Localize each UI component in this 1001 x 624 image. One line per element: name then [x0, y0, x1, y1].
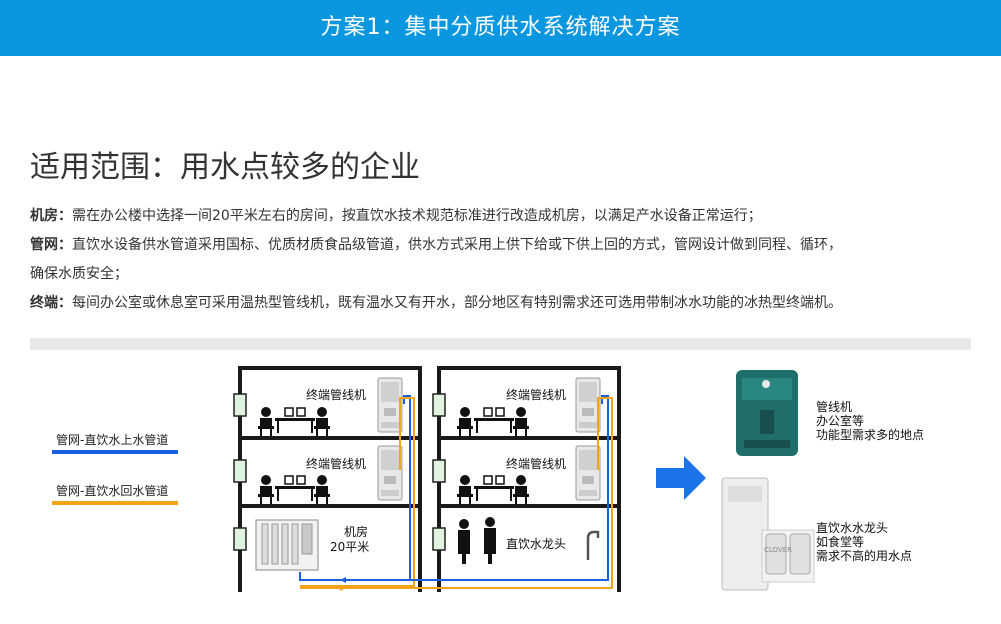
divider-bar	[30, 338, 971, 350]
desk-icon	[473, 407, 515, 434]
terminal-label-l2: 终端管线机	[306, 456, 366, 471]
legend-return-label: 管网-直饮水回水管道	[56, 483, 168, 498]
pipeline-machine-line3: 功能型需求多的地点	[816, 427, 924, 442]
pipeline-machine-line2: 办公室等	[816, 413, 864, 428]
text-pipe: 直饮水设备供水管道采用国标、优质材质食品级管道，供水方式采用上供下给或下供上回的…	[72, 237, 842, 253]
faucet-product-line3: 需求不高的用水点	[816, 548, 912, 563]
dispenser-icon	[575, 445, 601, 501]
terminal-label-l1: 终端管线机	[306, 387, 366, 402]
faucet-label: 直饮水龙头	[506, 537, 566, 551]
pipeline-machine-line1: 管线机	[816, 399, 852, 414]
person-icon	[258, 407, 274, 437]
return-pipe-left	[300, 397, 415, 587]
description-line-terminal: 终端：每间办公室或休息室可采用温热型管线机，既有温水又有开水，部分地区有特别需求…	[30, 289, 980, 318]
person-icon	[457, 407, 473, 437]
filter-equipment-icon	[255, 519, 319, 571]
person-icon	[314, 407, 330, 437]
dispenser-icon	[575, 377, 601, 433]
term-terminal: 终端：	[30, 295, 72, 311]
page-header: 方案1：集中分质供水系统解决方案	[0, 0, 1001, 56]
building-right: 终端管线机 终端管线机 直饮水龙头	[300, 366, 621, 592]
dispenser-icon	[377, 377, 403, 433]
building-left: 终端管线机 终端管线机 机房 20平米	[233, 366, 422, 592]
supply-pipe-right	[300, 395, 609, 581]
faucet-icon	[586, 530, 600, 560]
faucet-product-line2: 如食堂等	[816, 534, 864, 549]
desk-icon	[274, 475, 316, 502]
person-icon	[513, 407, 529, 437]
text-pipe-cont: 确保水质安全；	[30, 266, 128, 282]
pipe-arrow-icon	[340, 585, 346, 591]
return-pipe-right	[300, 397, 613, 589]
supply-pipe-left	[299, 395, 411, 581]
text-terminal: 每间办公室或休息室可采用温热型管线机，既有温水又有开水，部分地区有特别需求还可选…	[72, 295, 842, 311]
term-pipe: 管网：	[30, 237, 72, 253]
legend-return-line	[52, 501, 178, 505]
pipeline-machine-product	[736, 370, 798, 456]
person-icon	[258, 475, 274, 505]
person-icon	[513, 475, 529, 505]
description-line-room: 机房：需在办公楼中选择一间20平米左右的房间，按直饮水技术规范标准进行改造成机房…	[30, 202, 980, 231]
header-title: 方案1：集中分质供水系统解决方案	[320, 15, 681, 40]
faucet-product	[721, 477, 815, 591]
legend-supply-line	[52, 450, 178, 454]
arrow-right-icon	[656, 456, 706, 500]
machine-room-label: 机房	[344, 524, 368, 539]
description-block: 机房：需在办公楼中选择一间20平米左右的房间，按直饮水技术规范标准进行改造成机房…	[30, 202, 980, 318]
term-room: 机房：	[30, 208, 72, 224]
text-room: 需在办公楼中选择一间20平米左右的房间，按直饮水技术规范标准进行改造成机房，以满…	[72, 208, 762, 224]
person-icon	[457, 475, 473, 505]
terminal-label-r1: 终端管线机	[506, 387, 566, 402]
dispenser-icon	[377, 445, 403, 501]
machine-room-size: 20平米	[330, 540, 369, 554]
description-line-pipe: 管网：直饮水设备供水管道采用国标、优质材质食品级管道，供水方式采用上供下给或下供…	[30, 231, 980, 260]
people-drinking-icon	[458, 517, 496, 564]
pipe-arrow-icon	[340, 577, 346, 583]
faucet-product-line1: 直饮水水龙头	[816, 521, 888, 535]
faucet-brand-label: CLOVER	[764, 546, 792, 554]
description-line-pipe-cont: 确保水质安全；	[30, 260, 980, 289]
person-icon	[314, 475, 330, 505]
desk-icon	[473, 475, 515, 502]
terminal-label-r2: 终端管线机	[506, 456, 566, 471]
scope-title: 适用范围：用水点较多的企业	[30, 150, 420, 185]
desk-icon	[274, 407, 316, 434]
legend: 管网-直饮水上水管道 管网-直饮水回水管道	[52, 432, 178, 505]
legend-supply-label: 管网-直饮水上水管道	[56, 432, 168, 447]
